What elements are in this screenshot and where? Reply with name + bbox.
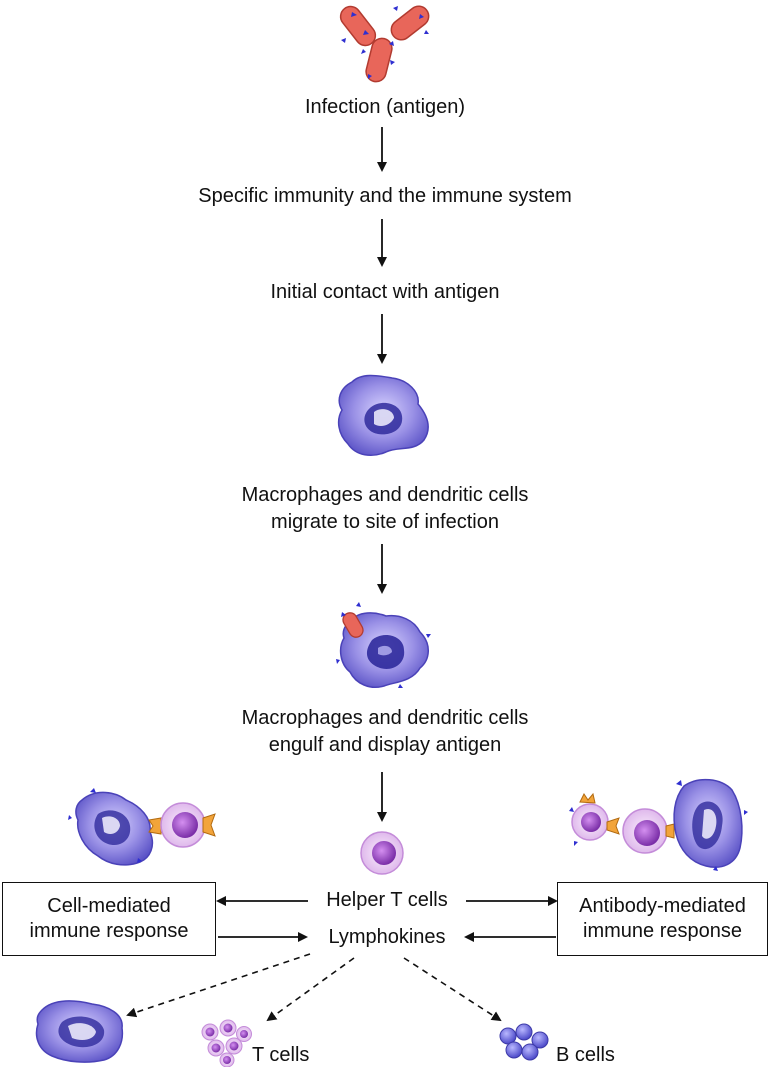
label-infection-antigen: Infection (antigen) xyxy=(304,96,466,118)
dashed-arrow-to-b-cells xyxy=(403,957,502,1022)
label-engulf-line1: Macrophages and dendritic cells xyxy=(241,707,529,729)
b-cell-helper-t-macrophage-complex-right-icon xyxy=(569,778,748,871)
macrophage-helper-t-complex-left-icon xyxy=(68,788,216,866)
label-migrate-line2: migrate to site of infection xyxy=(271,511,499,533)
antibody-mediated-line1: Antibody-mediated xyxy=(579,895,746,917)
dashed-arrow-to-t-cells xyxy=(266,957,355,1022)
antibody-mediated-response-box: Antibody-mediated immune response xyxy=(557,882,768,956)
label-b-cells: B cells xyxy=(556,1044,615,1066)
label-helper-t-cells: Helper T cells xyxy=(326,889,448,911)
b-cells-cluster-icon xyxy=(499,1023,549,1061)
t-cells-cluster-icon xyxy=(201,1019,252,1067)
helper-t-cell-icon xyxy=(360,831,404,875)
label-specific-immunity: Specific immunity and the immune system xyxy=(198,185,572,207)
label-lymphokines: Lymphokines xyxy=(328,926,446,948)
cell-mediated-line2: immune response xyxy=(29,920,189,942)
label-engulf-line2: engulf and display antigen xyxy=(268,734,502,756)
label-migrate-line1: Macrophages and dendritic cells xyxy=(241,484,529,506)
label-initial-contact: Initial contact with antigen xyxy=(270,281,500,303)
activated-macrophage-icon xyxy=(35,1000,124,1063)
cell-mediated-line1: Cell-mediated xyxy=(47,895,171,917)
label-t-cells: T cells xyxy=(252,1044,310,1066)
cell-mediated-response-box: Cell-mediated immune response xyxy=(2,882,216,956)
macrophage-engulfing-antigen-icon xyxy=(336,602,431,688)
antibody-mediated-line2: immune response xyxy=(583,920,742,942)
macrophage-icon xyxy=(337,374,430,457)
bacteria-antigen-icon xyxy=(339,5,430,83)
dashed-arrow-to-macrophage xyxy=(126,953,311,1018)
